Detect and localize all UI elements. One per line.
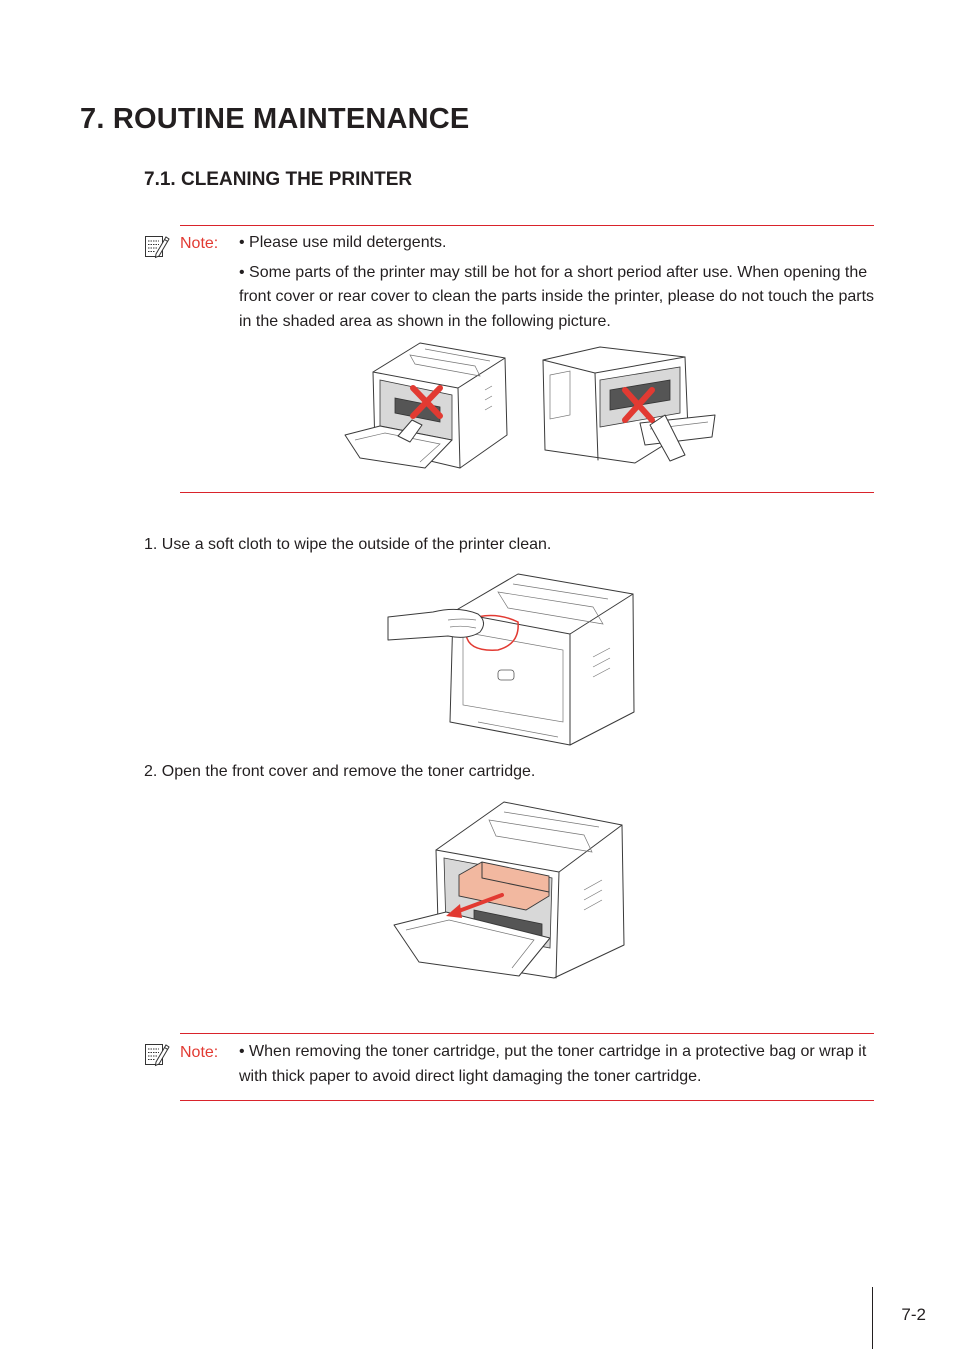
- note-bullet: • When removing the toner cartridge, put…: [239, 1043, 867, 1085]
- chapter-title: 7. ROUTINE MAINTENANCE: [80, 103, 470, 135]
- step-1-text: 1. Use a soft cloth to wipe the outside …: [144, 536, 552, 553]
- note-label: Note:: [180, 235, 219, 252]
- rear-open-printer-illustration: [542, 346, 716, 464]
- step-2-text: 2. Open the front cover and remove the t…: [144, 763, 536, 780]
- note-top-rule: [180, 225, 874, 226]
- note-bullet: • Please use mild detergents.: [239, 234, 447, 251]
- page-number: 7-2: [901, 1305, 926, 1324]
- wipe-printer-illustration: [387, 573, 635, 746]
- note-text: • When removing the toner cartridge, put…: [239, 1040, 875, 1094]
- section-title: 7.1. CLEANING THE PRINTER: [144, 169, 413, 190]
- note-pencil-icon: [145, 1044, 170, 1067]
- note-bottom-rule: [180, 1100, 874, 1101]
- note-top-rule: [180, 1033, 874, 1034]
- remove-toner-illustration: [393, 801, 625, 979]
- note-label: Note:: [180, 1044, 219, 1061]
- note-bottom-rule: [180, 492, 874, 493]
- note-bullet: • Some parts of the printer may still be…: [239, 263, 875, 330]
- note-pencil-icon: [145, 236, 170, 259]
- front-open-printer-illustration: [344, 342, 508, 469]
- note-text: • Please use mild detergents. • Some par…: [239, 231, 875, 339]
- page-number-divider: [872, 1287, 873, 1349]
